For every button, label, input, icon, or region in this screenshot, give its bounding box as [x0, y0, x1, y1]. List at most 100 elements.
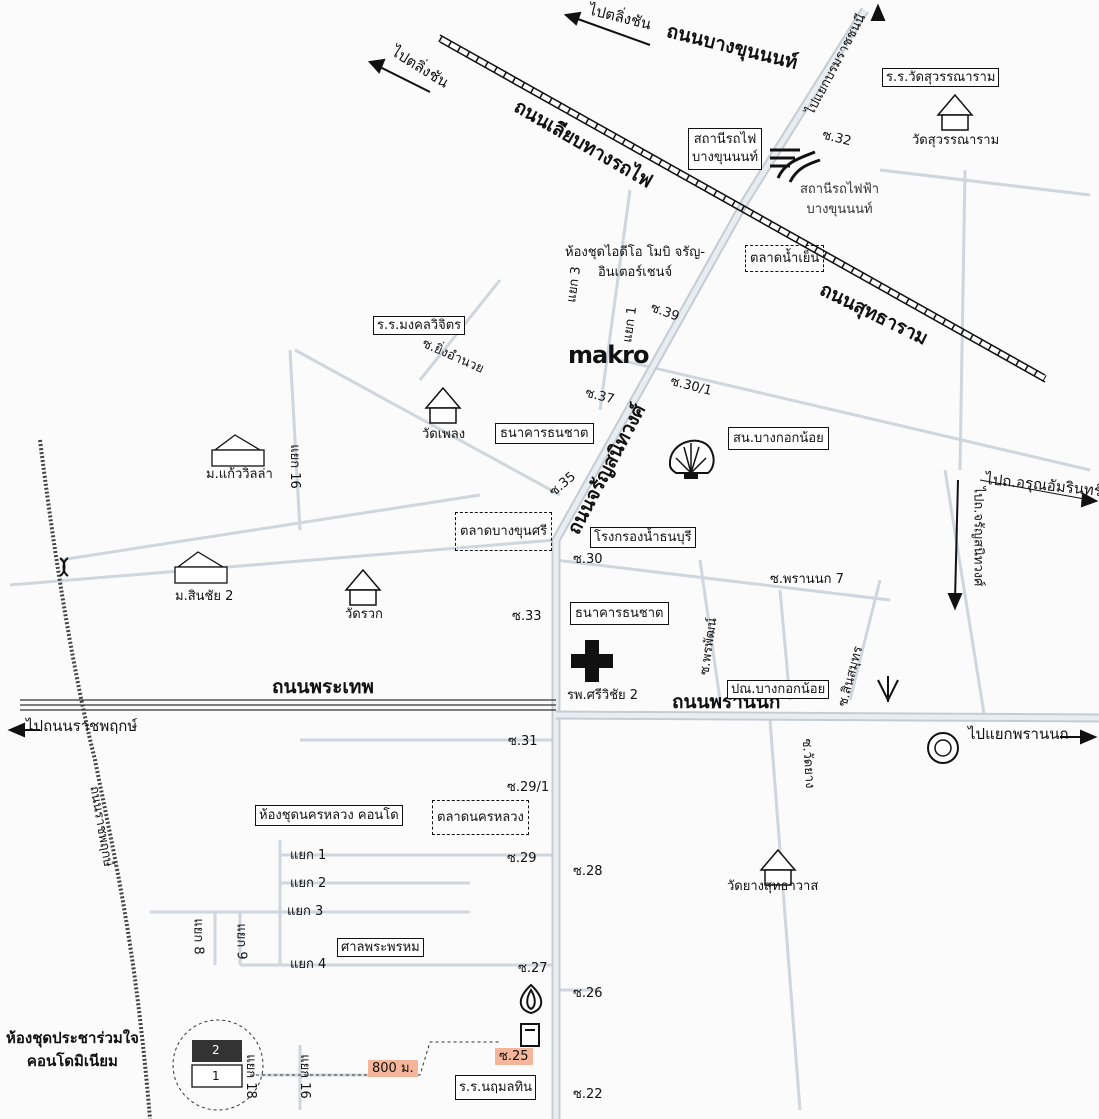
- place-thonburi-water: โรงกรองน้ำธนบุรี: [590, 527, 696, 548]
- place-subject-condo: ห้องชุดประชาร่วมใจ คอนโดมิเนียม: [6, 1029, 139, 1070]
- house-icon-sinchai: [174, 551, 228, 584]
- shell-logo-icon: [668, 439, 715, 479]
- place-nakhon-luang-condo: ห้องชุดนครหลวง คอนโด: [255, 805, 403, 826]
- place-sinchai-2: ม.สินชัย 2: [175, 589, 234, 604]
- soi-25: ซ.25: [495, 1048, 533, 1065]
- place-makro-logo: makro: [568, 341, 649, 369]
- minor-road-yaek3-top: [598, 189, 632, 411]
- place-wat-phleng: วัดเพลง: [422, 427, 466, 442]
- subject-building-floor-1: [191, 1064, 243, 1088]
- subject-circle: [172, 1019, 264, 1111]
- place-mongkhon-school: ร.ร.มงคลวิจิตร: [373, 316, 466, 335]
- temple-icon-ruak: [344, 568, 382, 606]
- place-post-office: ปณ.บางกอกน้อย: [727, 680, 830, 699]
- distance-800m: 800 ม.: [368, 1060, 418, 1077]
- building-level-2: 2: [212, 1043, 220, 1057]
- arrow-arun-line: [979, 479, 1091, 501]
- soi-29-1: ซ.29/1: [507, 780, 550, 795]
- place-wat-suwannaram: วัดสุวรรณาราม: [912, 133, 1000, 148]
- hospital-cross-icon: [571, 640, 613, 682]
- place-nakhon-luang-market: ตลาดนครหลวง: [432, 800, 529, 835]
- minor-road-sinchai: [9, 538, 556, 587]
- place-nam-yen-market: ตลาดน้ำเย็น: [745, 245, 825, 272]
- direction-rotfai: ไปถ.จรัญสนิทวงศ์: [970, 486, 986, 587]
- soi-29: ซ.29: [507, 851, 537, 866]
- minor-road-to-arun: [943, 469, 987, 721]
- post-emblem-icon: [927, 732, 959, 764]
- place-kaew-villa: ม.แก้ววิลล่า: [206, 467, 273, 482]
- temple-icon-suwannaram: [936, 93, 974, 131]
- minor-road-phran-nok7: [554, 558, 891, 602]
- minor-road-yang-amnuay: [294, 348, 561, 497]
- soi-yaek-16-top: แยก 16: [286, 444, 302, 489]
- soi-30: ซ.30: [573, 552, 603, 567]
- arrow-arun: [954, 479, 959, 601]
- direction-phran-nok-junction: ไปแยกพรานนก: [968, 725, 1069, 743]
- police-icon: [877, 676, 899, 703]
- house-icon-kaew-villa: [211, 434, 265, 467]
- minor-road-kaew-villa: [59, 493, 481, 562]
- place-wat-ruak: วัดรวก: [345, 607, 383, 622]
- charan-sanitwong-road-fill: [553, 8, 868, 1119]
- soi-yaek-3: แยก 3: [287, 904, 324, 919]
- arrow-taling-chan-1: [574, 17, 651, 46]
- minor-road-phroephan: [698, 559, 722, 701]
- place-thanachart-bank-2: ธนาคารธนชาต: [570, 602, 669, 625]
- minor-road-suwannaram: [879, 168, 1091, 197]
- railway: [438, 34, 1047, 383]
- minor-road-wat-yang: [768, 719, 802, 1111]
- soi-wat-yang: ซ.วัดยาง: [798, 738, 818, 789]
- soi-31: ซ.31: [508, 734, 538, 749]
- lotus-bank-icon: [519, 983, 543, 1015]
- arrow-head-phran-nok-junction: [1080, 729, 1098, 745]
- soi-26: ซ.26: [573, 986, 603, 1001]
- fuel-station-icon: [520, 1023, 540, 1047]
- arrow-taling-chan-2: [377, 65, 431, 93]
- soi-28: ซ.28: [573, 864, 603, 879]
- road-label-phra-thep: ถนนพระเทพ: [272, 676, 374, 698]
- place-ideo-condo: ห้องชุดไอดีโอ โมบิ จรัญ- อินเตอร์เชนจ์: [565, 245, 706, 280]
- place-bang-khun-si-market: ตลาดบางขุนศรี: [455, 512, 553, 551]
- soi-yaek-8: แยก 8: [190, 918, 206, 955]
- arrow-head-arun-2: [1080, 492, 1099, 508]
- bts-logo-icon: [770, 148, 821, 183]
- soi-yaek-2: แยก 2: [290, 876, 327, 891]
- soi-yaek-18: แยก 18: [242, 1054, 258, 1099]
- soi-yaek-9: แยก 9: [233, 923, 249, 960]
- arrow-head-ratchaphruek: [7, 722, 25, 738]
- phran-nok-road-fill: [555, 712, 1099, 721]
- minor-road-s30-1: [619, 358, 1091, 472]
- direction-ratchaphruek: ไปถนนราชพฤกษ์: [26, 717, 138, 735]
- arrow-head-arun: [947, 593, 963, 611]
- soi-yaek-1: แยก 1: [290, 848, 327, 863]
- route-800m: [250, 1041, 500, 1076]
- arrow-head-taling-chan-1: [563, 11, 582, 26]
- soi-phran-nok-7: ซ.พรานนก 7: [770, 572, 844, 587]
- place-bts-station: สถานีรถไฟฟ้า บางขุนนนท์: [800, 182, 880, 217]
- building-level-1: 1: [212, 1069, 220, 1083]
- minor-road-sinsamut: [848, 579, 882, 701]
- place-thanachart-bank-1: ธนาคารธนชาต: [495, 423, 594, 444]
- place-shrine: ศาลพระพรหม: [337, 938, 424, 957]
- place-wat-yang: วัดยางสุทธาวาส: [727, 879, 819, 894]
- subject-building-floor-2: [192, 1040, 242, 1062]
- place-wat-suwannaram-school: ร.ร.วัดสุวรรณาราม: [882, 68, 1000, 87]
- bridge-icon: [59, 557, 69, 577]
- temple-icon-phleng: [424, 386, 462, 424]
- soi-27: ซ.27: [518, 961, 548, 976]
- ratchaphruek-road: [38, 439, 152, 1119]
- place-bangkok-noi-district: สน.บางกอกน้อย: [728, 427, 829, 450]
- temple-icon-yang: [759, 848, 797, 886]
- place-train-station: สถานีรถไฟ บางขุนนนท์: [688, 128, 763, 171]
- soi-33: ซ.33: [512, 609, 542, 624]
- minor-road-yaek16-top: [288, 349, 302, 531]
- place-sriwichai-2: รพ.ศรีวิชัย 2: [567, 688, 639, 703]
- soi-yaek-4: แยก 4: [290, 957, 327, 972]
- soi-22: ซ.22: [573, 1087, 603, 1102]
- minor-road-east: [958, 169, 967, 471]
- soi-yaek-16-bottom: แยก 16: [296, 1054, 312, 1099]
- place-school-nut: ร.ร.นฤมลทิน: [455, 1075, 536, 1100]
- arrow-head-taling-chan-2: [368, 58, 386, 74]
